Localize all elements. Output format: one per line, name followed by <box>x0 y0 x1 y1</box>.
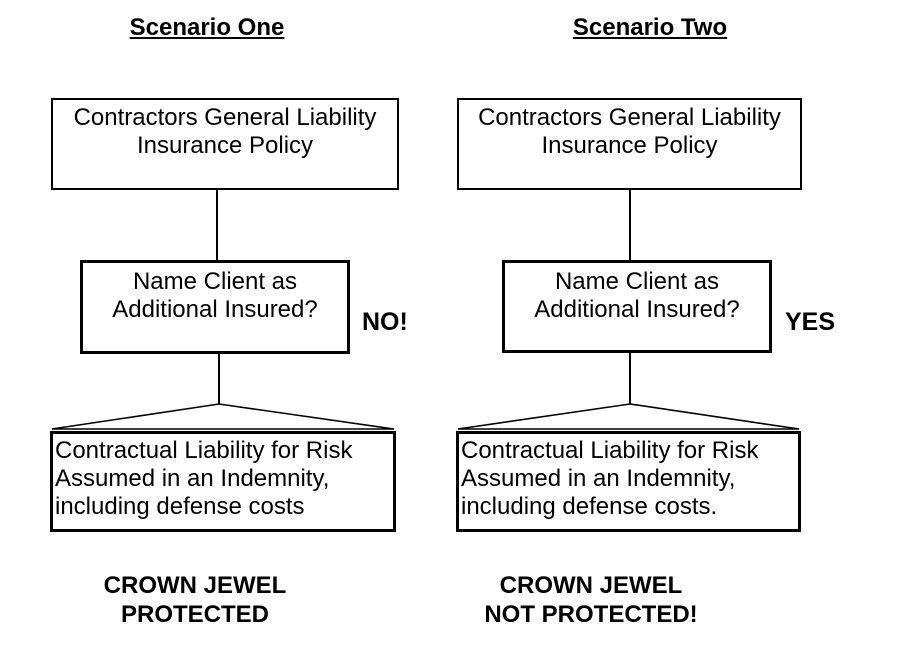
scenario-one-title: Scenario One <box>129 14 285 41</box>
roof-shape-one <box>51 403 395 430</box>
policy-box-scenario-two: Contractors General Liability Insurance … <box>457 98 802 190</box>
verdict-scenario-one: CROWN JEWEL PROTECTED <box>103 572 287 628</box>
scenario-two-title: Scenario Two <box>572 14 728 41</box>
policy-box-scenario-one: Contractors General Liability Insurance … <box>51 98 399 190</box>
verdict-scenario-two: CROWN JEWEL NOT PROTECTED! <box>484 572 698 628</box>
question-box-scenario-one: Name Client as Additional Insured? <box>80 260 350 354</box>
question-box-scenario-two: Name Client as Additional Insured? <box>502 260 772 353</box>
answer-label-yes: YES <box>785 308 836 336</box>
roof-shape-two <box>457 403 800 430</box>
coverage-box-scenario-two: Contractual Liability for Risk Assumed i… <box>456 431 801 532</box>
coverage-box-scenario-one: Contractual Liability for Risk Assumed i… <box>50 431 396 532</box>
answer-label-no: NO! <box>362 308 408 336</box>
